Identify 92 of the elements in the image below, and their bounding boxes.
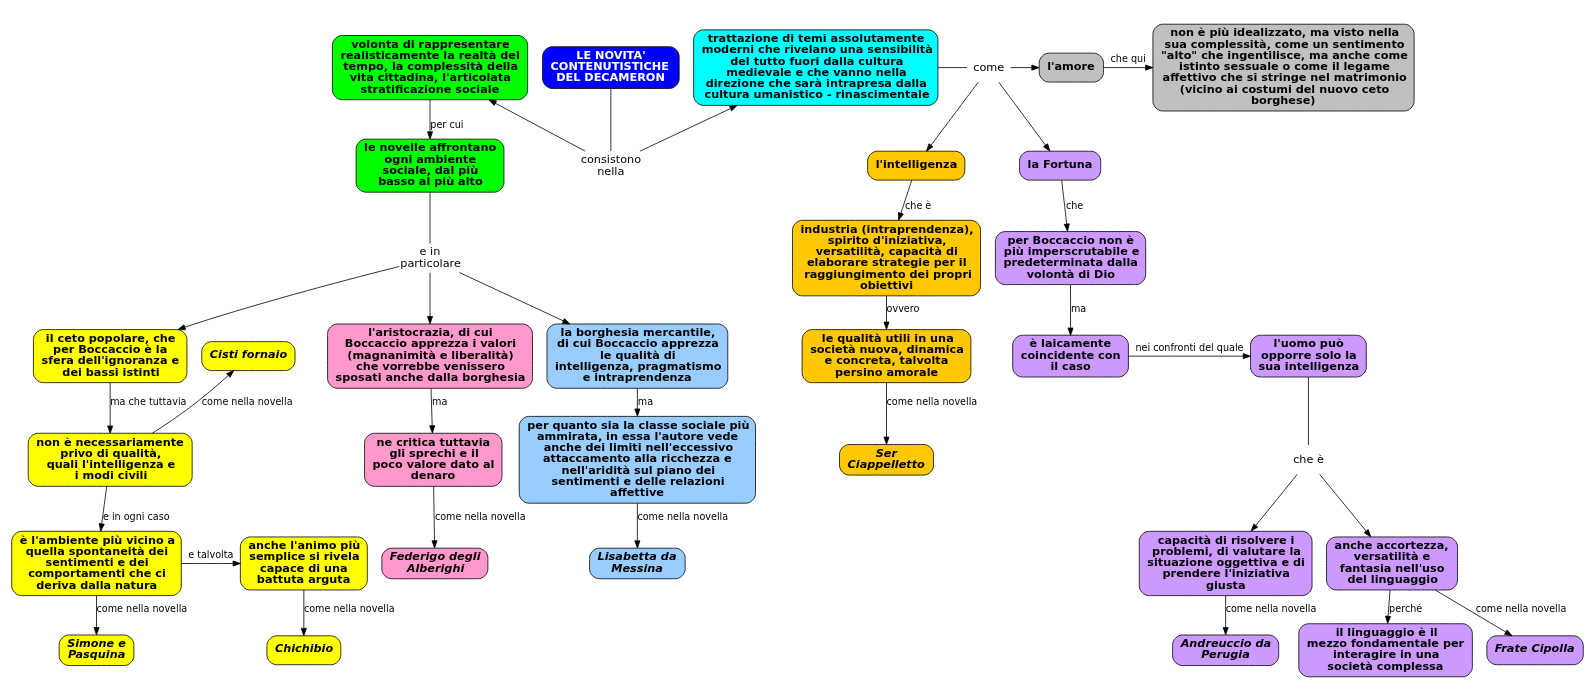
arrow bbox=[427, 271, 433, 324]
arrow bbox=[98, 485, 108, 531]
node-box: ne critica tuttavia gli sprechi e il poco valore dato al denaro bbox=[364, 432, 503, 487]
edge-label: e talvolta bbox=[188, 548, 234, 560]
connector bbox=[429, 191, 431, 244]
arrow bbox=[1434, 589, 1513, 636]
arrow bbox=[883, 295, 890, 330]
node-box: l'aristocrazia, di cui Boccaccio apprezza i valori (magnanimità e liberalità) che vorrebbe venissero sposati anche dalla borghesia bbox=[327, 323, 533, 389]
node-box: capacità di risolvere i problemi, di valutare la situazione oggettiva e di prendere l'iniziativa giusta bbox=[1138, 530, 1313, 596]
arrow bbox=[152, 369, 235, 434]
node-box: anche accortezza, versatilità e fantasia nell'uso del linguaggio bbox=[1326, 536, 1458, 590]
arrow bbox=[429, 387, 436, 433]
edge-label: come nella novella bbox=[434, 510, 526, 522]
node-box: trattazione di temi assolutamente moderni che rivelano una sensibilità del tutto fuori dalla cultura medievale e che vanno nella direzione che sarà intrapresa dalla cultura umanistico - rinascimentale bbox=[693, 28, 939, 106]
edge-label: e in ogni caso bbox=[102, 510, 170, 522]
edge-label: nei confronti del quale bbox=[1135, 341, 1244, 353]
arrow bbox=[1128, 352, 1251, 359]
arrow bbox=[898, 179, 913, 221]
node-box: Frate Cipolla bbox=[1486, 634, 1584, 665]
edge-label: perché bbox=[1389, 602, 1423, 614]
arrow bbox=[926, 81, 979, 151]
node-box: l'uomo può opporre solo la sua intelligenza bbox=[1250, 334, 1367, 377]
node-box: Simone e Pasquina bbox=[58, 634, 135, 666]
arrow bbox=[431, 485, 438, 548]
arrow bbox=[1061, 179, 1070, 232]
node-box: le qualità utili in una società nuova, dinamica e concreta, talvolta persino amorale bbox=[801, 328, 972, 383]
node-box: non è più idealizzato, ma visto nella sua complessità, come un sentimento "alto" che ingentilisce, ma anche come istinto sessuale o come il legame affettivo che si stringe nel matrimonio (vicino ai costumi del nuovo ceto borghese) bbox=[1152, 23, 1415, 111]
arrow bbox=[634, 387, 641, 417]
connector bbox=[1308, 376, 1309, 445]
node-text: e in particolare bbox=[400, 244, 461, 270]
arrow bbox=[1067, 283, 1074, 336]
node-box: per quanto sia la classe sociale più ammirata, in essa l'autore vede anche dei limiti nell'eccessivo attaccamento alla ricchezza e nell'aridità sul piano dei sentimenti e delle relazioni affettive bbox=[518, 415, 756, 504]
node-box: Ser Ciappelletto bbox=[839, 443, 934, 475]
connector bbox=[610, 87, 612, 152]
arrow bbox=[488, 98, 586, 151]
node-box: Federigo degli Alberighi bbox=[381, 547, 489, 579]
node-box: Cisti fornaio bbox=[201, 340, 296, 371]
edge-label: come nella novella bbox=[637, 510, 729, 522]
edge-label: come nella novella bbox=[303, 602, 395, 614]
node-box: non è necessariamente privo di qualità, quali l'intelligenza e i modi civili bbox=[27, 432, 193, 487]
node-box: per Boccaccio non è più imperscrutabile e predeterminata dalla volontà di Dio bbox=[995, 230, 1147, 285]
edge-label: che è bbox=[904, 199, 932, 211]
arrow bbox=[883, 381, 890, 445]
edge-label: ma che tuttavia bbox=[110, 395, 187, 407]
node-text: come bbox=[973, 60, 1005, 74]
arrow bbox=[634, 502, 641, 548]
arrow bbox=[1385, 589, 1391, 624]
node-box: volonta di rappresentare realisticamente la realtà del tempo, la complessità della vita cittadina, l'articolata stratificazione sociale bbox=[332, 34, 529, 100]
arrow bbox=[639, 104, 738, 152]
node-box: Andreuccio da Perugia bbox=[1172, 634, 1280, 666]
edge-label: ma bbox=[1070, 302, 1087, 314]
edge-label: ma bbox=[432, 395, 448, 407]
node-box: Chichibio bbox=[266, 634, 342, 665]
arrow bbox=[459, 271, 571, 324]
node-box: è l'ambiente più vicino a quella spontaneità dei sentimenti e dei comportamenti che ci deriva dalla natura bbox=[11, 530, 182, 596]
node-text: consistono nella bbox=[580, 152, 642, 178]
edge-label: come nella novella bbox=[1225, 602, 1317, 614]
arrow bbox=[998, 81, 1051, 151]
node-box: è laicamente coincidente con il caso bbox=[1012, 334, 1129, 377]
arrow bbox=[1010, 64, 1040, 71]
node-box: la borghesia mercantile, di cui Boccaccio apprezza le qualità di intelligenza, pragmatismo e intraprendenza bbox=[546, 323, 729, 389]
arrow bbox=[300, 589, 307, 636]
arrow bbox=[1103, 64, 1154, 71]
node-text: che è bbox=[1293, 452, 1324, 466]
arrow bbox=[427, 99, 433, 139]
node-box: le novelle affrontano ogni ambiente sociale, dal più basso al più alto bbox=[355, 138, 505, 193]
edge-label: come nella novella bbox=[201, 395, 293, 407]
node-box: il linguaggio è il mezzo fondamentale per interagire in una società complessa bbox=[1298, 622, 1473, 677]
arrow bbox=[93, 594, 100, 635]
edge-label: che qui bbox=[1110, 52, 1146, 64]
arrow bbox=[177, 265, 400, 330]
connector bbox=[937, 66, 968, 68]
arrow bbox=[107, 381, 114, 434]
arrow bbox=[1222, 594, 1229, 635]
edge-label: come nella novella bbox=[886, 395, 978, 407]
edge-label: come nella novella bbox=[96, 602, 188, 614]
node-box: il ceto popolare, che per Boccaccio è la sfera dell'ignoranza e dei bassi istinti bbox=[33, 328, 188, 383]
arrow bbox=[1250, 473, 1298, 531]
node-box: Lisabetta da Messina bbox=[589, 547, 686, 579]
node-box: l'amore bbox=[1038, 52, 1104, 82]
edge-label: come nella novella bbox=[1475, 602, 1567, 614]
edge-label: ovvero bbox=[886, 302, 920, 314]
node-box: l'intelligenza bbox=[867, 150, 966, 180]
node-box: anche l'animo più semplice si rivela capace di una battuta arguta bbox=[239, 536, 368, 590]
edge-label: per cui bbox=[430, 118, 464, 130]
node-box: la Fortuna bbox=[1019, 150, 1102, 180]
node-box: LE NOVITA' CONTENUTISTICHE DEL DECAMERON bbox=[542, 45, 680, 89]
arrow bbox=[181, 560, 241, 566]
edge-label: ma bbox=[637, 395, 654, 407]
node-box: industria (intraprendenza), spirito d'iniziativa, versatilità, capacità di elaborare strategie per il raggiungimento dei propri obiettivi bbox=[792, 219, 981, 296]
edge-label: che bbox=[1065, 199, 1084, 211]
arrow bbox=[1319, 473, 1372, 537]
